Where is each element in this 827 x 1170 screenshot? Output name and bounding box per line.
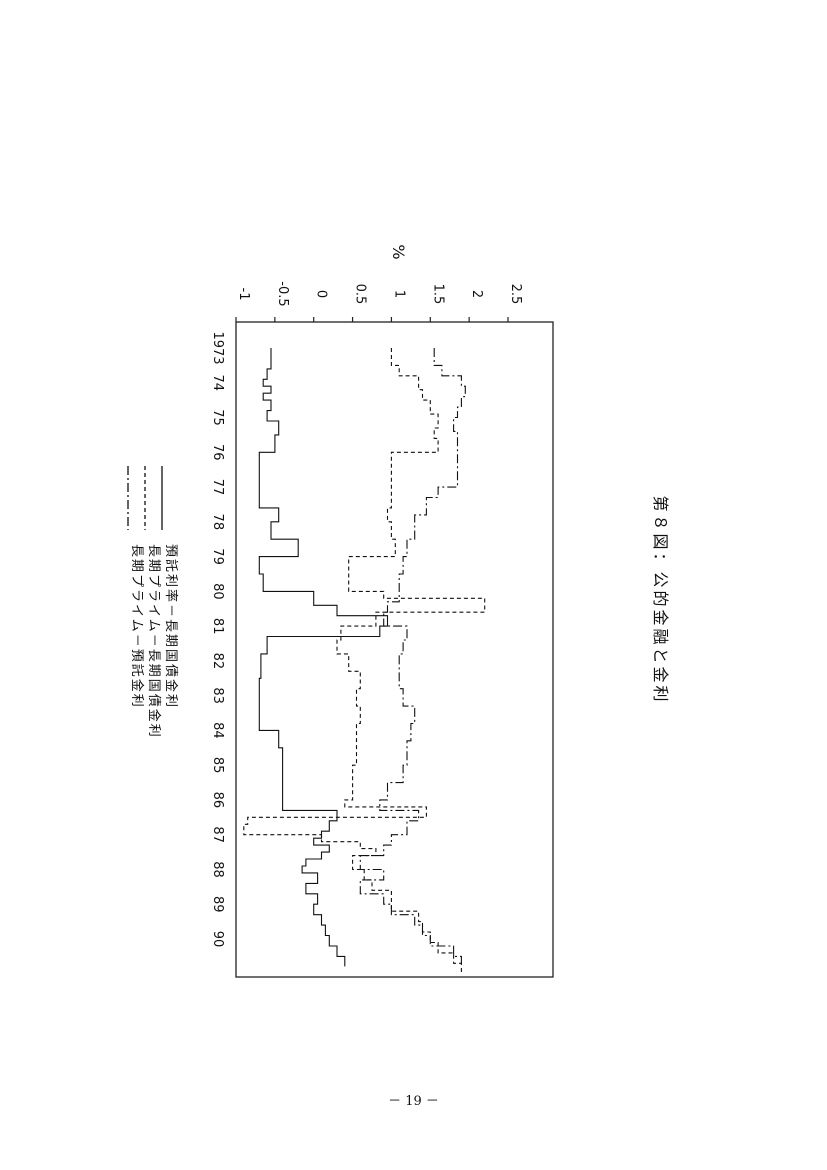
y-tick-label: 2.5: [508, 284, 523, 305]
x-tick-label: 85: [210, 757, 225, 774]
x-tick-label: 86: [210, 792, 225, 809]
x-tick-label: 75: [210, 409, 225, 426]
y-tick-label: 0: [314, 290, 329, 298]
x-tick-label: 74: [210, 374, 225, 391]
x-tick-label: 78: [210, 514, 225, 531]
plot-area: -1 -0.5 0 0.5 1 1.5 2 2.5 1973 74 75 76 77 78 79 80 81 8…: [210, 281, 554, 978]
y-tick-label: 1: [391, 290, 406, 298]
x-tick-label: 80: [210, 583, 225, 600]
legend-label: 長期プライム－長期国債金利: [146, 544, 162, 739]
x-tick-label: 90: [210, 931, 225, 948]
y-tick-label: -1: [236, 288, 251, 301]
series-line: [359, 348, 466, 967]
series-line: [243, 348, 486, 974]
x-tick-label: 81: [210, 618, 225, 635]
x-tick-label: 87: [210, 826, 225, 843]
y-tick-label: 2: [469, 290, 484, 298]
x-tick-label: 82: [210, 653, 225, 670]
x-tick-label: 76: [210, 444, 225, 461]
x-tick-label: 83: [210, 687, 225, 704]
series-line: [258, 348, 389, 967]
y-tick-label: 1.5: [430, 284, 445, 305]
y-tick-label: 0.5: [353, 284, 368, 305]
series-layer: [243, 348, 486, 974]
y-tick-label: -0.5: [275, 281, 290, 306]
legend-label: 長期プライム－預託金利: [129, 544, 145, 709]
chart-title: 第８図：公的金融と金利: [651, 495, 670, 704]
page-number: － 19 －: [388, 1094, 439, 1109]
y-axis: -1 -0.5 0 0.5 1 1.5 2 2.5: [235, 281, 523, 322]
x-tick-label: 79: [210, 548, 225, 565]
x-tick-label: 77: [210, 479, 225, 496]
x-tick-label: 84: [210, 722, 225, 739]
x-tick-label: 1973: [210, 331, 225, 364]
x-tick-label: 88: [210, 861, 225, 878]
legend-label: 預託利率－長期国債金利: [163, 544, 179, 709]
x-axis: 1973 74 75 76 77 78 79 80 81 82 83 84 85 86 87 88 89 90: [210, 331, 225, 947]
plot-frame: [235, 321, 554, 978]
y-axis-label: %: [389, 244, 408, 259]
x-tick-label: 89: [210, 896, 225, 913]
